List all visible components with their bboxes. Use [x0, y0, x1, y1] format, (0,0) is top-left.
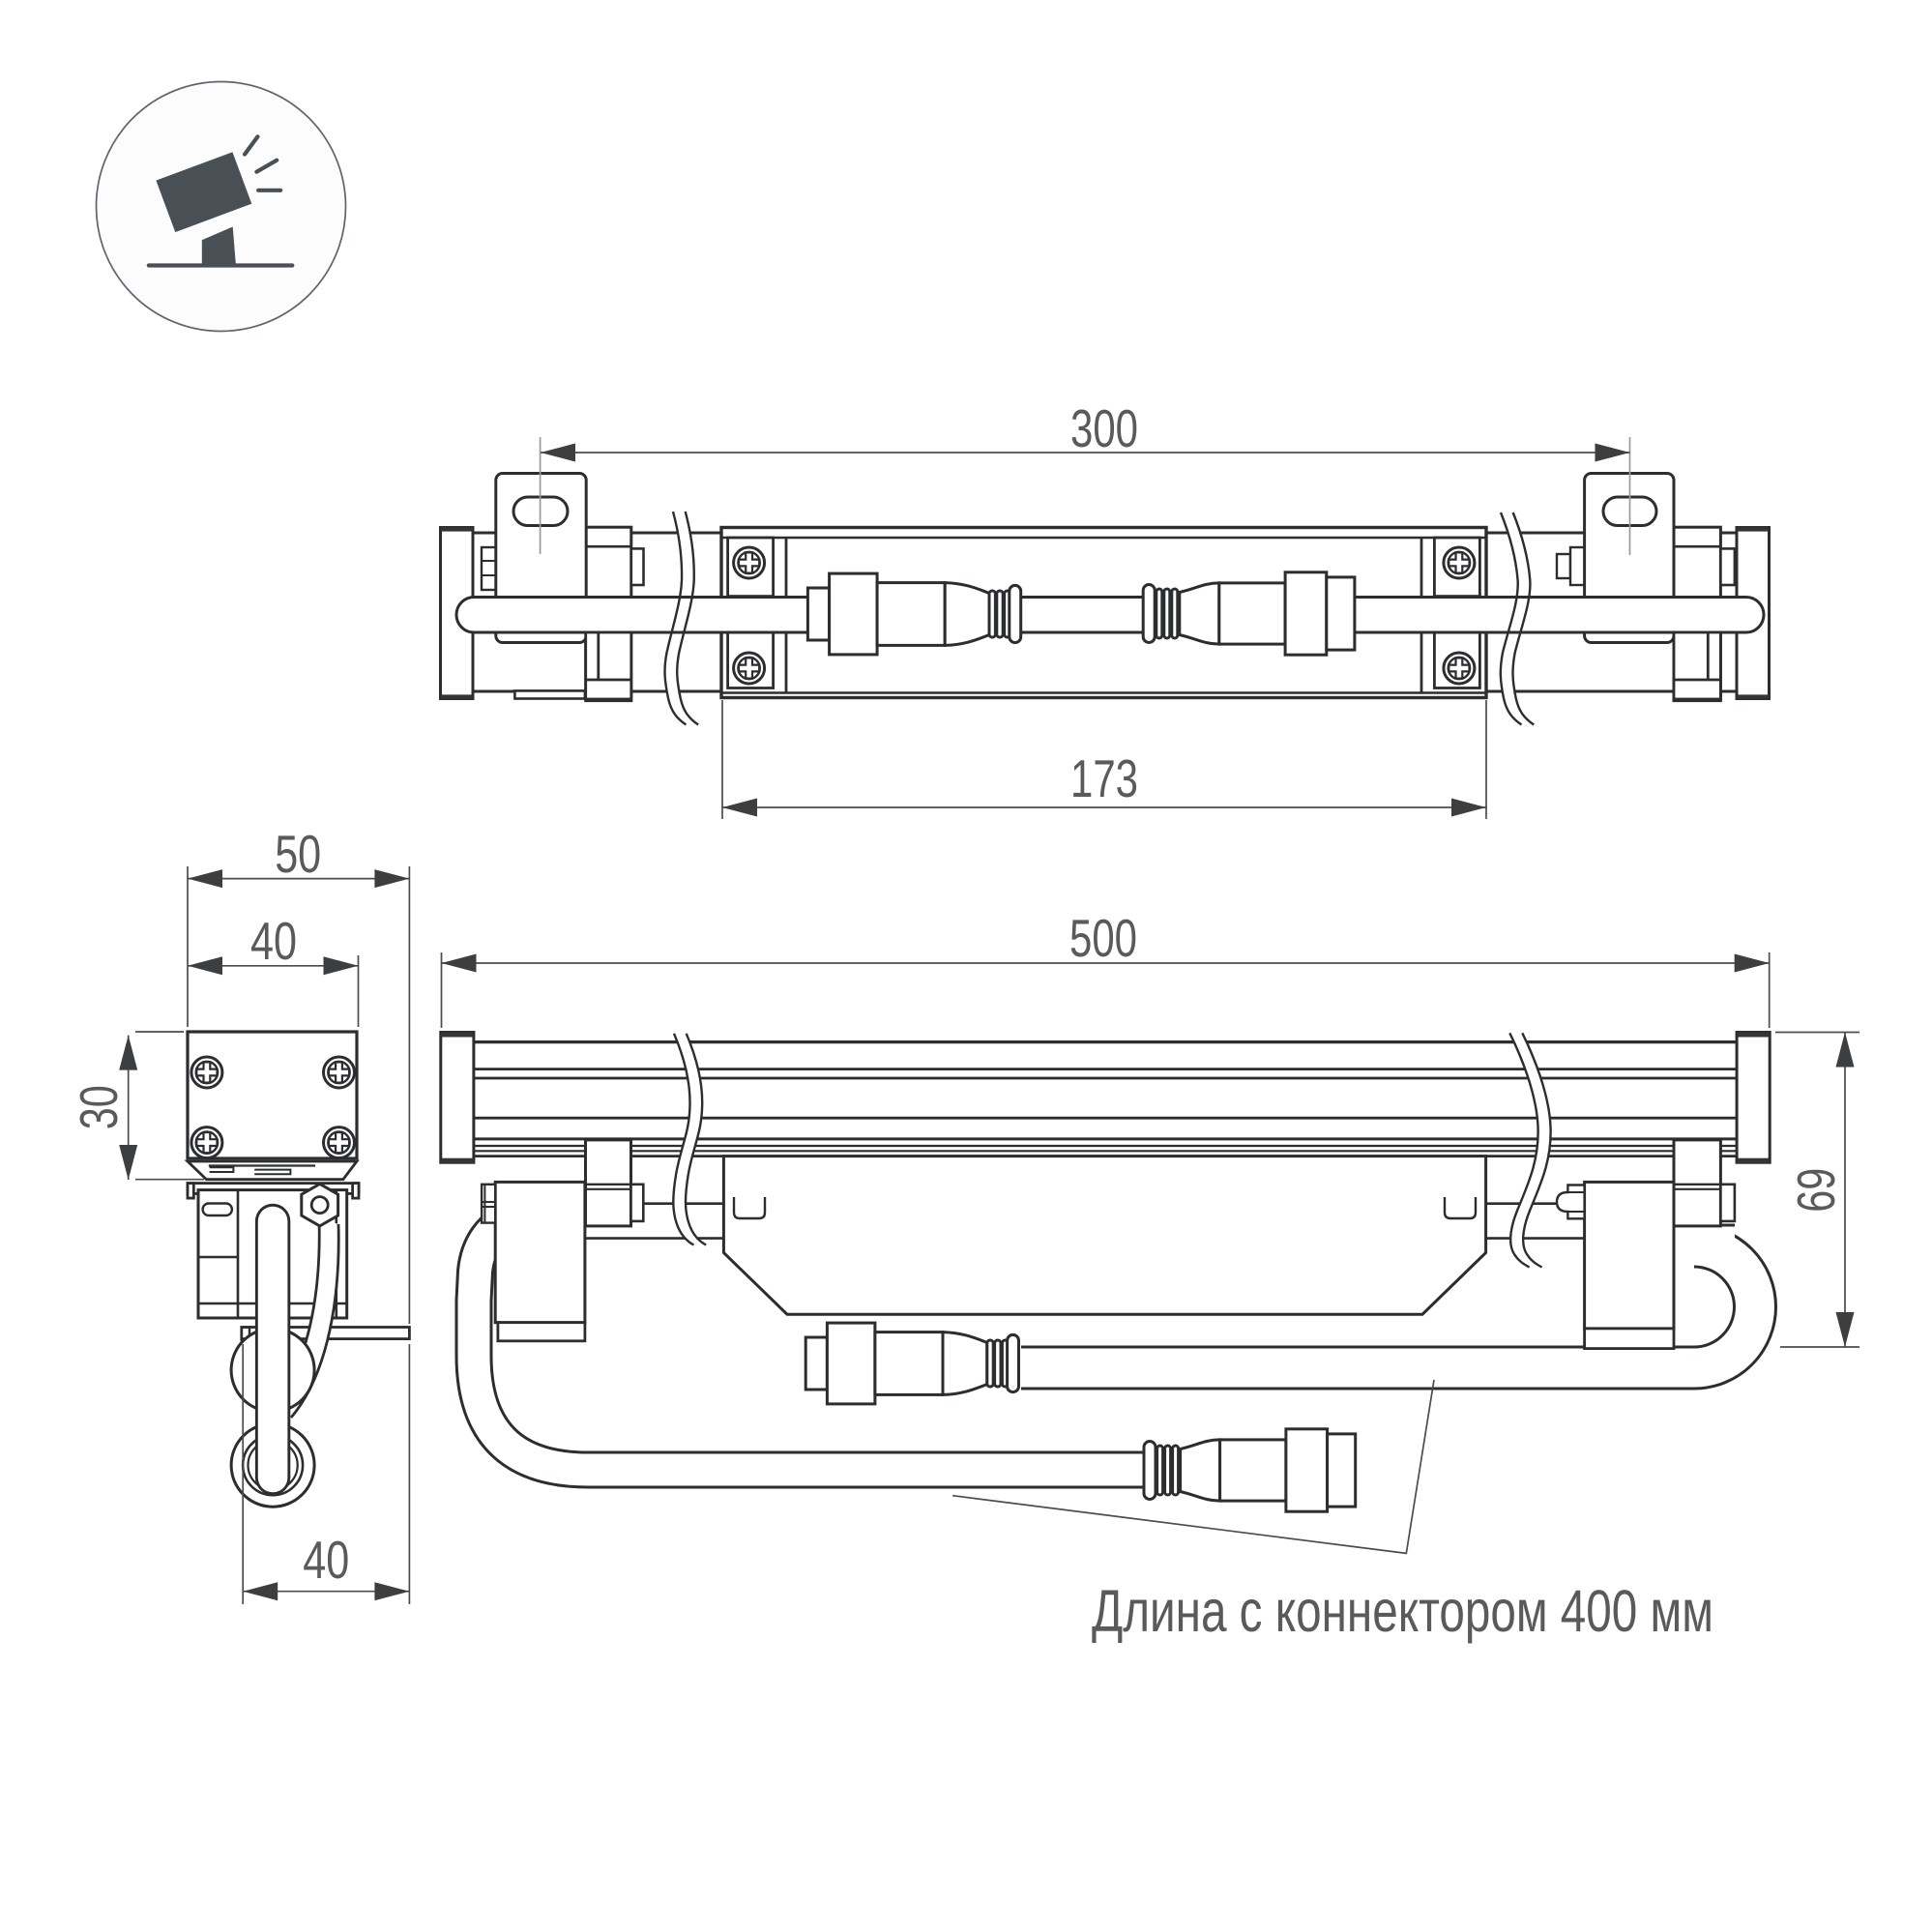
svg-text:40: 40 [250, 911, 297, 971]
svg-text:Длина с коннектором 400 мм: Длина с коннектором 400 мм [1092, 1578, 1713, 1644]
svg-text:50: 50 [275, 824, 321, 884]
svg-text:69: 69 [1786, 1168, 1846, 1213]
svg-text:40: 40 [303, 1530, 349, 1590]
svg-text:500: 500 [1069, 908, 1137, 968]
svg-text:300: 300 [1070, 398, 1138, 458]
svg-text:173: 173 [1070, 748, 1138, 808]
svg-text:30: 30 [69, 1085, 129, 1129]
